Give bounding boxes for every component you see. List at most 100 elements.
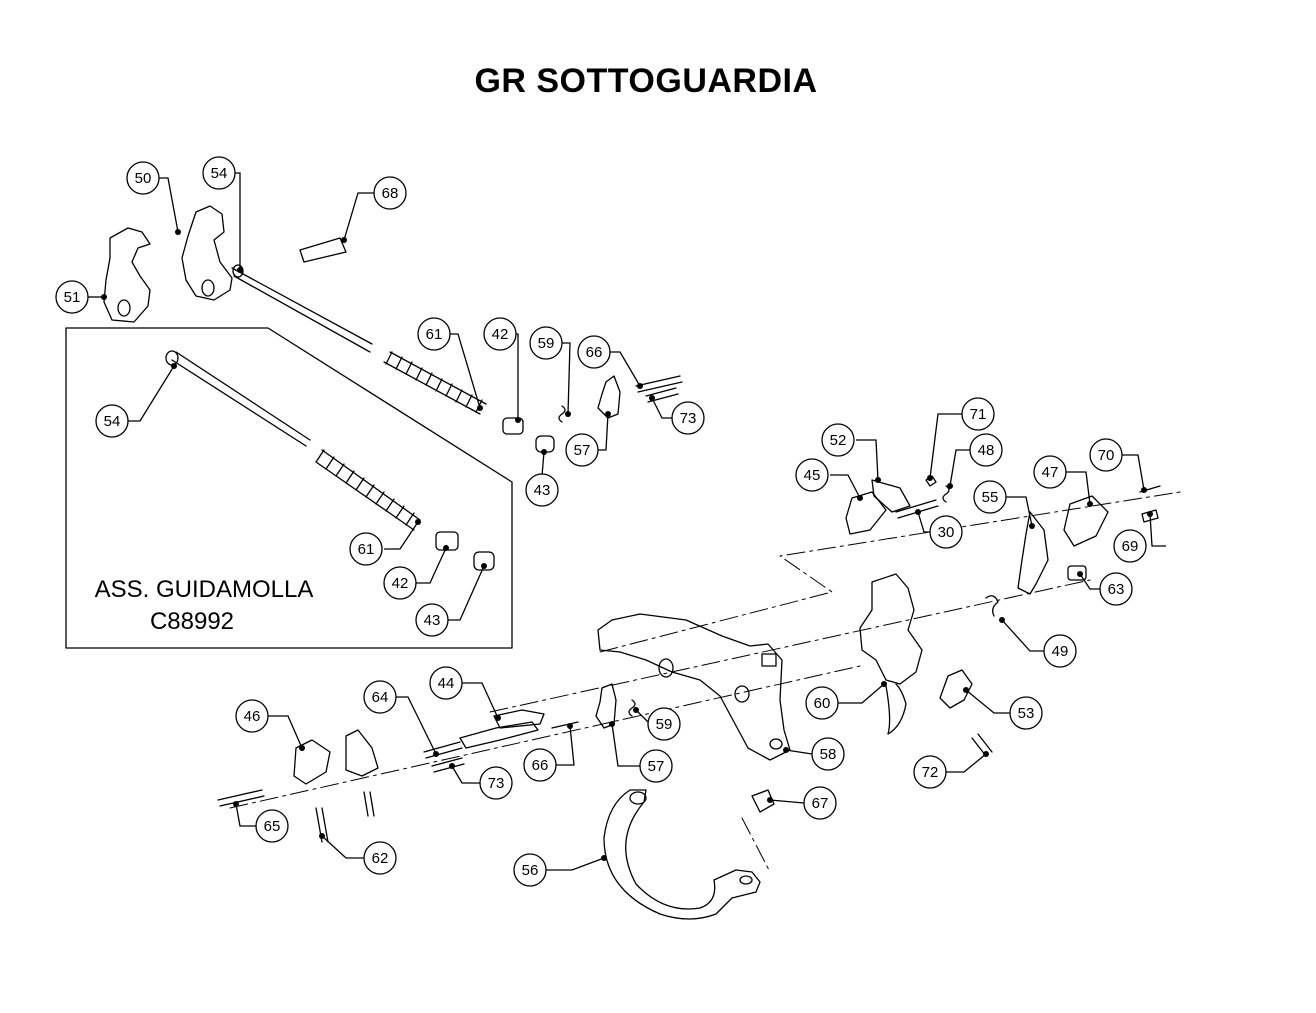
diagram-title: GR SOTTOGUARDIA <box>474 62 818 100</box>
lever-57-lower <box>595 683 617 729</box>
part-47 <box>1063 495 1109 547</box>
callout-73: 73 <box>479 766 513 800</box>
callout-42: 42 <box>383 566 417 600</box>
leader-63 <box>1079 573 1100 590</box>
assembly-axis-middle <box>489 579 1091 713</box>
pin-66-lower <box>551 721 579 729</box>
part-53 <box>939 669 973 709</box>
leader-57-top <box>598 413 609 451</box>
callout-number: 62 <box>372 850 389 867</box>
callout-51: 51 <box>55 280 89 314</box>
callout-57: 57 <box>639 749 673 783</box>
callout-68: 68 <box>373 176 407 210</box>
leader-61-inset <box>384 521 419 550</box>
callout-54: 54 <box>202 156 236 190</box>
callout-57: 57 <box>565 433 599 467</box>
leader-61-top <box>448 333 481 409</box>
leader-50 <box>158 177 179 233</box>
assembly-axis-guard <box>741 817 771 873</box>
leader-66-lower <box>556 725 575 766</box>
leader-59-top <box>560 342 571 415</box>
callout-52: 52 <box>821 423 855 457</box>
callout-71: 71 <box>961 397 995 431</box>
lever-44 <box>459 721 539 749</box>
leader-73-lower <box>451 765 480 784</box>
part-46b <box>345 729 379 777</box>
callout-45: 45 <box>795 458 829 492</box>
leader-43-top <box>541 451 545 477</box>
callout-49: 49 <box>1043 634 1077 668</box>
pin-63 <box>1067 565 1087 581</box>
inset-bushing-43 <box>473 551 495 571</box>
callout-55: 55 <box>973 480 1007 514</box>
callout-number: 58 <box>820 746 837 763</box>
callout-number: 66 <box>532 757 549 774</box>
callout-number: 55 <box>982 489 999 506</box>
callout-63: 63 <box>1099 572 1133 606</box>
guide-rod-54 <box>231 264 373 353</box>
callout-number: 72 <box>922 764 939 781</box>
callout-65: 65 <box>255 809 289 843</box>
pin-66-top <box>635 375 683 393</box>
callout-number: 59 <box>538 335 555 352</box>
callout-43: 43 <box>415 603 449 637</box>
assembly-inset-frame <box>65 327 513 649</box>
callout-number: 73 <box>488 775 505 792</box>
leader-71 <box>929 413 964 479</box>
leader-57-lower <box>611 723 640 767</box>
pin-72 <box>971 733 993 757</box>
inset-guide-rod-54 <box>165 350 311 447</box>
callout-54: 54 <box>95 404 129 438</box>
hammer-part-51 <box>103 227 151 323</box>
callout-number: 70 <box>1098 447 1115 464</box>
callout-53: 53 <box>1009 696 1043 730</box>
lever-57-top <box>597 375 621 419</box>
callout-69: 69 <box>1113 529 1147 563</box>
callout-70: 70 <box>1089 438 1123 472</box>
callout-number: 59 <box>656 716 673 733</box>
callout-number: 44 <box>438 675 455 692</box>
callout-62: 62 <box>363 841 397 875</box>
callout-number: 69 <box>1122 538 1139 555</box>
leader-47 <box>1066 471 1091 505</box>
leader-66-top <box>610 351 641 387</box>
lever-44b <box>493 709 545 729</box>
callout-48: 48 <box>969 433 1003 467</box>
callout-30: 30 <box>929 515 963 549</box>
callout-number: 51 <box>64 289 81 306</box>
callout-number: 53 <box>1018 705 1035 722</box>
lever-55 <box>1017 511 1049 595</box>
leader-53 <box>965 689 1010 714</box>
leader-44 <box>462 682 499 719</box>
spring-62b <box>363 791 375 817</box>
callout-number: 30 <box>938 524 955 541</box>
callout-number: 61 <box>358 541 375 558</box>
callout-61: 61 <box>349 532 383 566</box>
callout-number: 64 <box>372 689 389 706</box>
callout-number: 60 <box>814 695 831 712</box>
part-52 <box>871 479 911 513</box>
leader-45 <box>830 474 861 499</box>
leader-58 <box>785 749 813 755</box>
callout-number: 42 <box>492 326 509 343</box>
leader-54-top <box>232 172 241 270</box>
callout-number: 45 <box>804 467 821 484</box>
pin-64 <box>423 741 463 759</box>
callout-number: 47 <box>1042 464 1059 481</box>
callout-number: 48 <box>978 442 995 459</box>
leader-62 <box>321 835 364 859</box>
leader-46 <box>268 715 303 749</box>
leader-54-inset <box>126 365 175 422</box>
assembly-code: C88992 <box>149 608 235 635</box>
spring-59-lower <box>628 699 636 717</box>
callout-42: 42 <box>483 317 517 351</box>
callout-59: 59 <box>529 326 563 360</box>
leader-65 <box>235 803 258 827</box>
callout-number: 56 <box>522 862 539 879</box>
leader-42-inset <box>416 547 447 584</box>
callout-number: 63 <box>1108 581 1125 598</box>
callout-number: 49 <box>1052 643 1069 660</box>
callout-number: 50 <box>135 170 152 187</box>
callout-number: 54 <box>211 165 228 182</box>
leader-55 <box>1006 496 1033 527</box>
